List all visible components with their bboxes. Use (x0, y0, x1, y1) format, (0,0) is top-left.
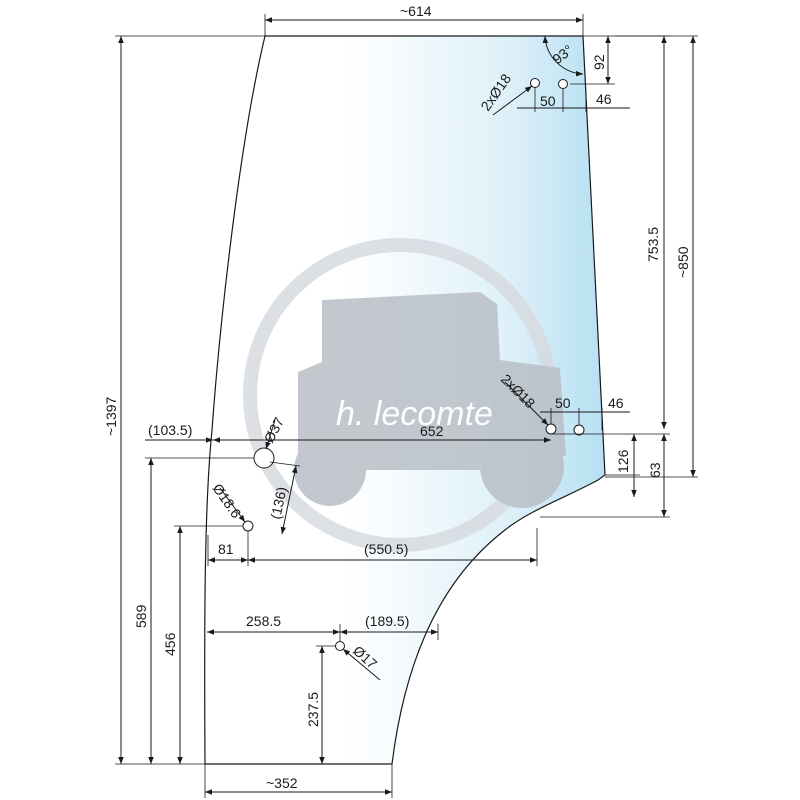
dim-753-5: 753.5 (645, 227, 661, 262)
dim-92: 92 (591, 54, 607, 70)
dim-126: 126 (615, 449, 631, 473)
hole-37 (253, 447, 275, 469)
dim-mid-hole-edge: 46 (608, 395, 624, 411)
dim-550-5: (550.5) (364, 541, 408, 557)
dim-589: 589 (133, 604, 149, 628)
dim-top-width: ~614 (400, 3, 432, 19)
dim-total-height: ~1397 (103, 396, 119, 436)
watermark: h. lecomte (243, 238, 566, 552)
dim-63: 63 (647, 462, 663, 478)
dim-652: 652 (420, 423, 444, 439)
dim-top-hole-spacing: 50 (540, 93, 556, 109)
dim-top-hole-edge: 46 (596, 91, 612, 107)
dim-left-offset: (103.5) (148, 422, 192, 438)
dim-237-5: 237.5 (305, 692, 321, 727)
hole-top-1 (530, 78, 540, 88)
dim-mid-hole-spacing: 50 (555, 395, 571, 411)
dim-81: 81 (218, 541, 234, 557)
hole-top-2 (558, 79, 568, 89)
hole-mid-1 (545, 423, 557, 435)
dim-456: 456 (162, 632, 178, 656)
dim-189-5: (189.5) (365, 613, 409, 629)
hole-18-6 (242, 520, 254, 532)
hole-mid-2 (573, 424, 585, 436)
dim-850: ~850 (675, 246, 691, 278)
watermark-text: h. lecomte (336, 395, 493, 433)
dim-136: (136) (267, 485, 289, 520)
dim-258-5: 258.5 (246, 613, 281, 629)
dim-bottom-width: ~352 (266, 775, 298, 791)
